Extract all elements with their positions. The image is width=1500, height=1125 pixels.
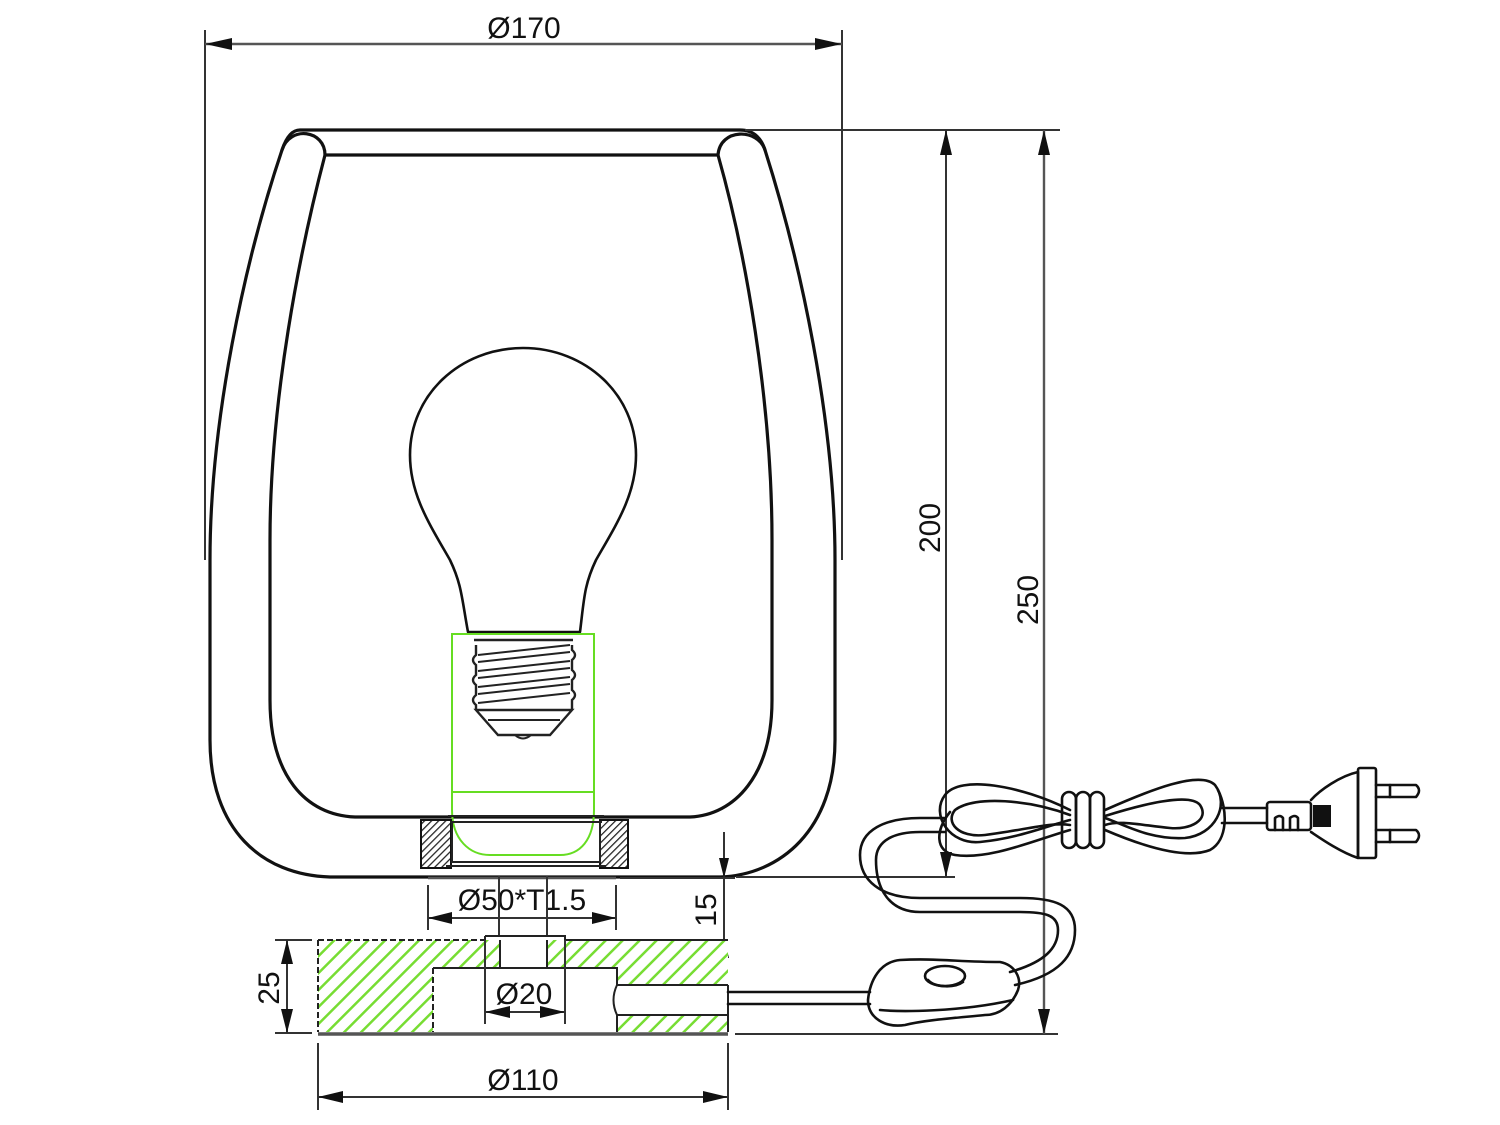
hole-diameter-label: Ø20 bbox=[496, 978, 553, 1011]
socket-mount bbox=[420, 815, 629, 880]
gap-height-label: 15 bbox=[690, 893, 723, 926]
lamp-holder bbox=[451, 633, 595, 856]
light-bulb bbox=[408, 346, 638, 740]
dimension-base-height: 25 bbox=[253, 939, 312, 1034]
bulb-screw-threads bbox=[471, 644, 577, 710]
dimension-total-height: 250 bbox=[735, 130, 1058, 1035]
dimension-shade-height: 200 bbox=[736, 129, 1060, 878]
dimension-shade-diameter: Ø170 bbox=[204, 12, 843, 560]
base-height-label: 25 bbox=[253, 971, 286, 1004]
shade-diameter-label: Ø170 bbox=[487, 12, 560, 45]
dimension-holder-diameter: Ø50*T1.5 bbox=[427, 876, 617, 936]
dimension-hole-diameter: Ø20 bbox=[484, 940, 566, 1024]
power-cord bbox=[726, 778, 1269, 1006]
total-height-label: 250 bbox=[1012, 575, 1045, 625]
base-diameter-label: Ø110 bbox=[487, 1064, 558, 1097]
dimension-base-diameter: Ø110 bbox=[317, 1043, 729, 1110]
lamp-base-section bbox=[317, 935, 729, 1036]
holder-diameter-label: Ø50*T1.5 bbox=[458, 884, 586, 917]
plug bbox=[1265, 766, 1421, 860]
dimension-gap-height: 15 bbox=[620, 832, 735, 958]
lamp-shade bbox=[208, 128, 837, 879]
inline-switch bbox=[866, 958, 1021, 1027]
shade-height-label: 200 bbox=[914, 503, 947, 553]
